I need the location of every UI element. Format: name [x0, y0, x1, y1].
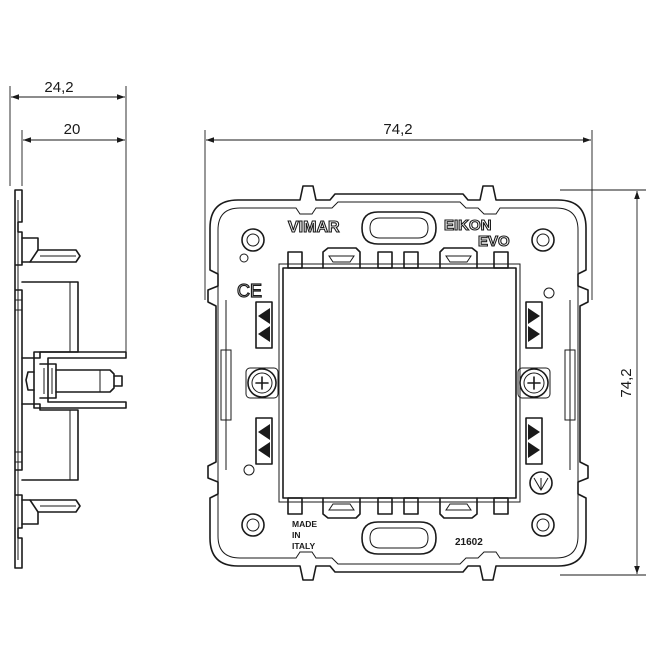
origin-marking-line2: IN [292, 530, 301, 540]
corner-hole-bottom-left [241, 513, 265, 537]
right-claw-guides [525, 301, 543, 465]
overall-depth-label: 24,2 [44, 79, 73, 96]
series-marking-line2: EVO [478, 233, 510, 250]
left-claw-guides [255, 301, 273, 465]
support-frame-front-view: VIMAR EIKON EVO CE MADE IN ITALY 21602 [207, 185, 589, 581]
side-view [14, 189, 127, 569]
series-marking-line1: EIKON [444, 217, 492, 234]
brand-marking: VIMAR [288, 219, 340, 236]
left-screw [245, 367, 279, 399]
bottom-module-teeth [287, 497, 509, 519]
module-depth-label: 20 [64, 121, 81, 138]
side-view-dimensions: 24,2 20 [9, 79, 127, 356]
module-opening [282, 267, 517, 499]
corner-hole-top-left [241, 228, 265, 252]
origin-marking-line3: ITALY [292, 541, 315, 551]
height-label: 74,2 [618, 368, 635, 397]
top-module-teeth [287, 247, 509, 269]
corner-hole-bottom-right [531, 513, 555, 537]
corner-hole-top-right [531, 228, 555, 252]
front-view-dimensions: 74,2 74,2 [204, 121, 646, 576]
origin-marking-line1: MADE [292, 519, 317, 529]
certification-mark-icon [529, 471, 553, 495]
article-code-marking: 21602 [455, 537, 483, 548]
ce-marking: CE [237, 281, 262, 301]
right-screw [517, 367, 551, 399]
width-label: 74,2 [383, 121, 412, 138]
